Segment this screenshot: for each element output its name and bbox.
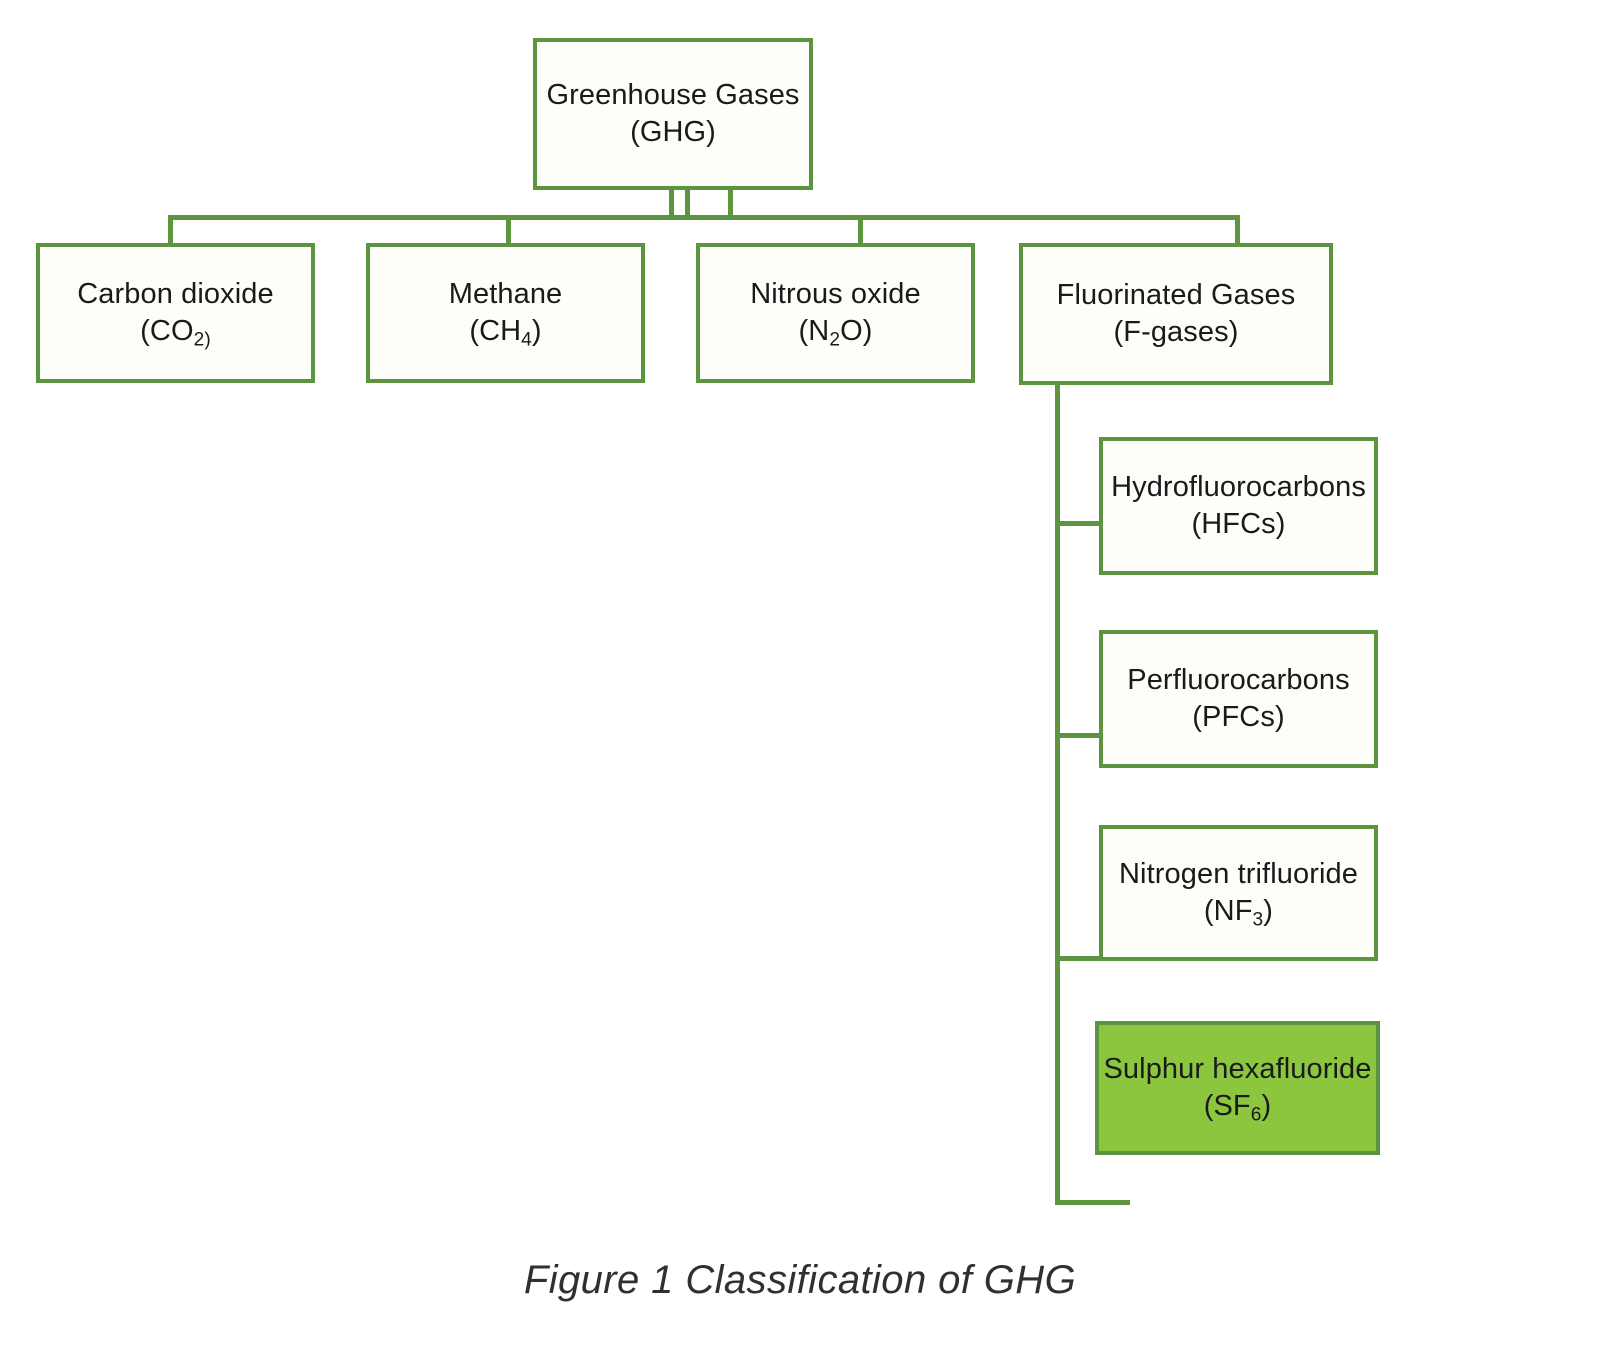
node-carbon-dioxide-formula: (CO2) [140, 313, 211, 350]
formula-suffix: O) [840, 315, 873, 347]
node-hydrofluorocarbons[interactable]: Hydrofluorocarbons (HFCs) [1099, 437, 1378, 575]
connector-drop-methane [506, 215, 511, 245]
formula-suffix: ) [1263, 895, 1274, 927]
node-greenhouse-gases-line1: Greenhouse Gases [546, 78, 800, 111]
connector-root-stub-1 [669, 190, 674, 217]
node-greenhouse-gases[interactable]: Greenhouse Gases (GHG) [533, 38, 813, 190]
formula-prefix: (NF [1203, 895, 1253, 927]
formula-suffix: ) [531, 315, 542, 347]
node-nitrogen-trifluoride-line1: Nitrogen trifluoride [1119, 857, 1358, 890]
node-methane-line1: Methane [448, 277, 563, 310]
node-methane-formula: (CH4) [469, 313, 541, 350]
connector-horizontal-bus [168, 215, 1240, 220]
node-sulphur-hexafluoride-line1: Sulphur hexafluoride [1103, 1052, 1372, 1085]
node-perfluorocarbons-line1: Perfluorocarbons [1127, 663, 1350, 696]
connector-fgas-spine [1055, 385, 1060, 1205]
node-perfluorocarbons-line2: (PFCs) [1192, 701, 1285, 733]
node-carbon-dioxide-line1: Carbon dioxide [77, 277, 274, 310]
connector-drop-fluorinated-gases [1235, 215, 1240, 245]
formula-prefix: (CH [469, 315, 522, 347]
connector-drop-carbon-dioxide [168, 215, 173, 245]
formula-subscript: 3 [1252, 909, 1264, 931]
node-nitrous-oxide-line1: Nitrous oxide [750, 277, 921, 310]
node-carbon-dioxide[interactable]: Carbon dioxide (CO2) [36, 243, 315, 383]
node-nitrous-oxide-formula: (N2O) [799, 313, 873, 350]
node-fluorinated-gases-line1: Fluorinated Gases [1056, 278, 1296, 311]
node-nitrogen-trifluoride[interactable]: Nitrogen trifluoride (NF3) [1099, 825, 1378, 961]
formula-subscript: 2 [829, 329, 841, 351]
connector-root-stub-3 [728, 190, 733, 217]
formula-subscript: 4 [521, 329, 532, 351]
formula-suffix: ) [1261, 1090, 1272, 1122]
formula-subscript: 2) [193, 329, 211, 351]
node-greenhouse-gases-line2: (GHG) [630, 116, 716, 148]
formula-prefix: (N [798, 315, 830, 347]
node-nitrogen-trifluoride-formula: (NF3) [1204, 893, 1273, 930]
connector-root-stub-2 [685, 190, 690, 217]
connector-stub-hydrofluorocarbons [1055, 521, 1102, 526]
connector-drop-nitrous-oxide [858, 215, 863, 245]
node-fluorinated-gases[interactable]: Fluorinated Gases (F-gases) [1019, 243, 1333, 385]
connector-stub-nitrogen-trifluoride [1055, 956, 1102, 961]
node-hydrofluorocarbons-line2: (HFCs) [1191, 508, 1286, 540]
node-sulphur-hexafluoride-formula: (SF6) [1204, 1088, 1272, 1125]
node-nitrous-oxide[interactable]: Nitrous oxide (N2O) [696, 243, 975, 383]
node-perfluorocarbons[interactable]: Perfluorocarbons (PFCs) [1099, 630, 1378, 768]
connector-stub-perfluorocarbons [1055, 733, 1102, 738]
formula-prefix: (CO [140, 315, 194, 347]
connector-stub-sulphur-hexafluoride [1055, 1200, 1130, 1205]
node-methane[interactable]: Methane (CH4) [366, 243, 645, 383]
node-sulphur-hexafluoride[interactable]: Sulphur hexafluoride (SF6) [1095, 1021, 1380, 1155]
figure-caption: Figure 1 Classification of GHG [523, 1258, 1077, 1302]
node-fluorinated-gases-line2: (F-gases) [1113, 316, 1239, 348]
node-hydrofluorocarbons-line1: Hydrofluorocarbons [1111, 470, 1366, 503]
formula-subscript: 6 [1250, 1104, 1262, 1126]
formula-prefix: (SF [1203, 1090, 1251, 1122]
